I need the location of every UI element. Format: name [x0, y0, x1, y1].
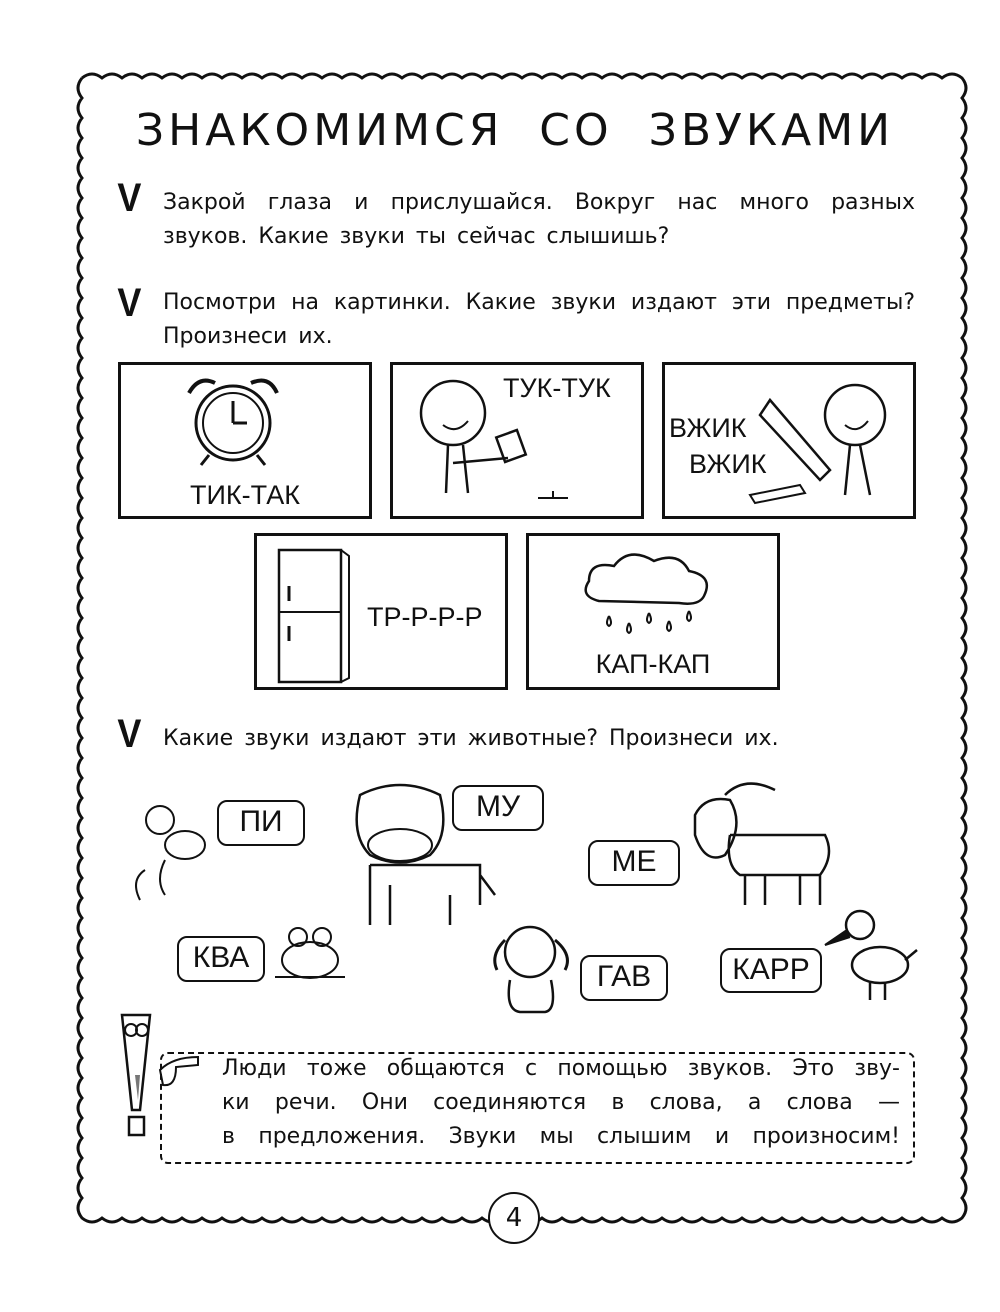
picture-card-rain: КАП-КАП [526, 533, 780, 690]
alarm-clock-icon [187, 378, 279, 466]
checkmark-icon: V [117, 176, 142, 220]
task-1-text: Закрой глаза и прислушайся. Вокруг нас м… [163, 190, 915, 249]
checkmark-icon: V [117, 281, 142, 325]
picture-card-alarm-clock: ТИК-ТАК [118, 362, 372, 519]
mouse-icon [135, 805, 206, 901]
speech-bubble-cow: МУ [452, 785, 544, 831]
speech-bubble-crow: КАРР [720, 948, 822, 993]
picture-card-fridge: ТР-Р-Р-Р [254, 533, 508, 690]
rain-cloud-icon [584, 553, 709, 635]
speech-bubble-mouse: ПИ [217, 800, 305, 846]
cow-icon [355, 783, 496, 925]
note-text: Люди тоже общаются с помощью звуков. Это… [222, 1052, 900, 1154]
note-line-2: ки речи. Они соединяются в слова, а слов… [222, 1090, 900, 1115]
sound-label-2: ВЖИК [689, 449, 767, 479]
picture-card-hammer: ТУК-ТУК [390, 362, 644, 519]
frog-icon [275, 927, 345, 979]
task-2-text: Посмотри на картинки. Какие звуки издают… [163, 290, 915, 349]
sound-label: ТИК-ТАК [190, 480, 300, 510]
speech-bubble-dog: ГАВ [580, 955, 668, 1001]
picture-card-saw: ВЖИК ВЖИК [662, 362, 916, 519]
exclamation-mascot-icon [120, 1013, 199, 1137]
sound-label: КАП-КАП [595, 649, 711, 679]
fridge-icon [277, 548, 350, 684]
dog-icon [493, 925, 569, 1014]
note-box [160, 1052, 915, 1164]
note-line-3: в предложения. Звуки мы слышим и произно… [222, 1124, 900, 1149]
sound-label: ТР-Р-Р-Р [367, 602, 483, 632]
speech-bubble-goat: МЕ [588, 840, 680, 886]
speech-bubble-frog: КВА [177, 936, 265, 982]
note-line-1: Люди тоже общаются с помощью звуков. Это… [222, 1056, 900, 1081]
task-3-text: Какие звуки издают эти животные? Произне… [163, 726, 779, 751]
sound-label: ТУК-ТУК [503, 373, 611, 403]
checkmark-icon: V [117, 712, 142, 756]
page-title: ЗНАКОМИМСЯ СО ЗВУКАМИ [135, 105, 895, 156]
crow-icon [824, 909, 918, 1000]
sound-label-1: ВЖИК [669, 413, 747, 443]
goat-icon [693, 782, 831, 905]
boy-with-saw-icon [748, 383, 887, 505]
page-number: 4 [488, 1192, 540, 1244]
boy-with-hammer-icon [419, 379, 568, 499]
